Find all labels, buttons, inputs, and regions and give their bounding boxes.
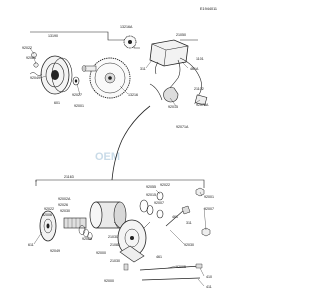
relay-lead (149, 83, 163, 101)
label-92081: 92081 (26, 56, 36, 60)
starter-idle-gear (89, 57, 131, 99)
starter-relay (149, 39, 202, 97)
label-92055: 92055 (146, 185, 156, 189)
label-92002a: 92002A (58, 197, 71, 201)
label-311: 311 (140, 67, 146, 71)
label-461: 461 (172, 215, 178, 219)
label-21082: 21082 (110, 243, 120, 247)
idle-gear-shaft (81, 65, 97, 72)
top-group-bracket-left (30, 31, 140, 49)
label-92015b: 92015 (146, 193, 156, 197)
label-92022: 92022 (22, 46, 32, 50)
watermark: OEM (95, 151, 120, 163)
bottom-group-bracket (35, 179, 205, 188)
label-92030: 92030 (60, 209, 70, 213)
label-92022c: 92022 (44, 207, 54, 211)
label-21050: 21050 (176, 33, 186, 37)
label-92000: 92000 (96, 251, 106, 255)
label-411: 411 (206, 285, 212, 289)
label-92075a: 92075A (196, 103, 209, 107)
label-92049b: 92049 (50, 249, 60, 253)
starter-idle-gear-small (123, 35, 137, 49)
terminal-bolt (165, 205, 191, 227)
label-311b: 311 (186, 221, 192, 225)
washer-92027 (72, 76, 80, 86)
starter-clutch-assembly (40, 55, 73, 95)
leader-lines (29, 47, 207, 287)
parts-diagram: E1944011 OEM (22, 7, 217, 289)
through-bolts (139, 263, 203, 281)
label-92026: 92026 (58, 203, 68, 207)
diagram-code: E1944011 (200, 7, 217, 11)
relay-connector (194, 94, 208, 106)
label-92001b: 92001 (204, 195, 214, 199)
starter-motor (39, 201, 127, 242)
label-92000b: 92000 (104, 279, 114, 283)
label-13216a: 13216A (120, 25, 133, 29)
label-21030b: 21030 (110, 259, 120, 263)
label-92006: 92006 (42, 213, 52, 217)
bottom-group-labels: 21163 92055 92022 92015 92001 92007 9200… (28, 175, 214, 289)
clutch-rollers (29, 52, 43, 76)
o-rings (139, 191, 164, 219)
label-410: 410 (206, 275, 212, 279)
label-21030: 21030 (108, 235, 118, 239)
label-92022b: 92022 (160, 183, 170, 187)
label-92015: 92015 (168, 105, 178, 109)
label-92049: 92049 (30, 76, 40, 80)
starter-lead-wire (111, 105, 151, 181)
relay-terminal-cap (163, 87, 179, 103)
label-461b: 461 (156, 255, 162, 259)
shims (78, 225, 93, 240)
label-601: 601 (54, 101, 60, 105)
label-92007: 92007 (154, 201, 164, 205)
brush-plate (119, 245, 145, 271)
label-21102: 21102 (194, 87, 204, 91)
label-611: 611 (28, 243, 34, 247)
label-92030b: 92030 (184, 243, 194, 247)
armature (63, 217, 87, 229)
exploded-view: E1944011 OEM (22, 7, 217, 289)
label-92005: 92005 (176, 265, 186, 269)
label-92027: 92027 (72, 93, 82, 97)
label-13190: 13190 (48, 34, 58, 38)
label-1101: 1101 (196, 57, 204, 61)
label-92007b: 92007 (204, 207, 214, 211)
label-13216: 13216 (128, 93, 138, 97)
label-92071a: 92071A (176, 125, 189, 129)
top-group-labels: 13190 13216A 21050 92022 92081 92049 132… (22, 25, 209, 129)
label-92001: 92001 (74, 104, 84, 108)
label-21163: 21163 (64, 175, 74, 179)
label-461a: 461A (190, 67, 199, 71)
label-92026b: 92026 (82, 237, 92, 241)
